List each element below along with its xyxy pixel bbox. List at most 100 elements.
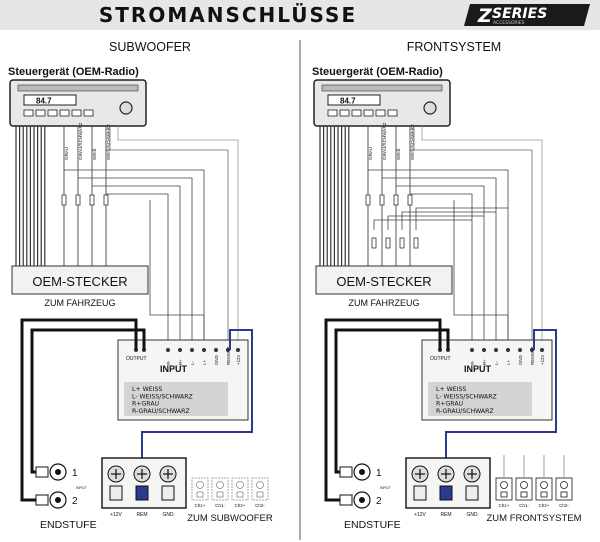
speaker-clamp [196,491,204,498]
gnd-wire [149,200,205,340]
oem-connector [315,265,453,295]
splice-tap [379,194,385,206]
speaker-screw [196,481,204,489]
signal-run-wire [106,193,169,340]
rca-cable-1 [30,328,146,474]
splice-tap [365,194,371,206]
wire-color-label: WEIß [396,148,401,160]
logo-letter: Z [477,5,493,27]
input-terminal [178,348,182,352]
speaker-screw [540,481,548,489]
legend-entry: L+ WEISS [132,386,162,393]
speaker-clamp [216,491,224,498]
wire-color-label: WEIß [92,148,97,160]
terminal-label: R- [470,360,475,365]
speaker-screw [500,481,508,489]
terminal-label: L- [190,361,195,365]
preset-button [59,109,70,117]
speaker-screw [256,481,264,489]
preset-button [387,109,398,117]
amp-name: ENDSTUFE [40,519,97,531]
front-extra-wire [373,219,472,230]
power-clamp [135,485,149,501]
legend-entry: R+GRAU [132,401,159,408]
front-extra-wire [415,207,508,230]
preset-button [83,109,94,117]
input-terminal [506,348,510,352]
rca-jack-center [359,469,365,475]
speaker-term-label: Ch1+ [499,503,510,508]
power-term-label: +12V [110,512,122,518]
legend-entry: R-GRAU/SCHWARZ [436,408,494,415]
input-terminal [518,348,522,352]
rca-cable-1 [334,328,450,474]
input-terminal [202,348,206,352]
signal-run-wire [78,177,193,340]
front-extra-wire [401,211,496,230]
rca-plug [35,494,49,506]
input-terminal [190,348,194,352]
rca-input-label: INPUT [380,486,391,490]
color-legend [124,382,228,416]
speaker-clamp [560,491,568,498]
rca-jack-center [55,469,61,475]
speaker-screw [520,481,528,489]
power-clamp [439,485,453,501]
splice-tap [371,237,377,249]
rca-number: 1 [72,468,78,479]
radio-label: Steuergerät (OEM-Radio) [312,66,443,78]
remote-feed-wire [413,126,533,340]
wire-color-label: GRAU [368,147,373,160]
rca-number: 1 [376,468,382,479]
terminal-label: REMOTE [226,346,231,365]
speaker-term-label: Ch2+ [539,503,550,508]
splice-tap [399,237,405,249]
speaker-screw [560,481,568,489]
preset-button [35,109,46,117]
rca-plug [35,466,49,478]
power-term-label: REM [136,512,147,518]
legend-entry: L- WEISS/SCHWARZ [132,393,193,400]
rca-jack-center [359,497,365,503]
oem-radio: 84.7 [9,79,147,127]
amp-output-label: OUTPUT [126,356,147,362]
power-clamp [161,485,175,501]
amp-name: ENDSTUFE [344,519,401,531]
splice-tap [75,194,81,206]
signal-run-wire [64,169,205,340]
preset-button [363,109,374,117]
splice-tap [103,194,109,206]
speaker-terminal [251,477,269,501]
power-term-label: GND [466,512,478,518]
remote-wire [445,329,557,500]
speaker-terminal [231,477,249,501]
wire-color-label: GRAU [64,147,69,160]
preset-button [327,109,338,117]
terminal-label: L- [494,361,499,365]
connector-label: OEM-STECKER [32,274,127,289]
power-clamp [413,485,427,501]
front-extra-wire [387,215,484,230]
power-feed-wire [117,126,239,340]
remote-wire [141,329,253,500]
input-terminal [482,348,486,352]
speaker-term-label: Ch1- [215,503,225,508]
speaker-term-label: Ch2+ [235,503,246,508]
rca-plug [339,466,353,478]
terminal-label: GND [518,355,523,365]
radio-display [23,94,77,106]
input-terminal [540,348,544,352]
input-terminal [494,348,498,352]
terminal-label: L+ [202,360,207,365]
wire-color-label: WEIß/SCHWARZ [410,124,415,160]
speaker-clamp [520,491,528,498]
power-clamp [465,485,479,501]
speaker-term-label: Ch2- [255,503,265,508]
legend-entry: R-GRAU/SCHWARZ [132,408,190,415]
rca-jack-center [55,497,61,503]
rca-input-label: INPUT [76,486,87,490]
remote-feed-wire [109,126,229,340]
